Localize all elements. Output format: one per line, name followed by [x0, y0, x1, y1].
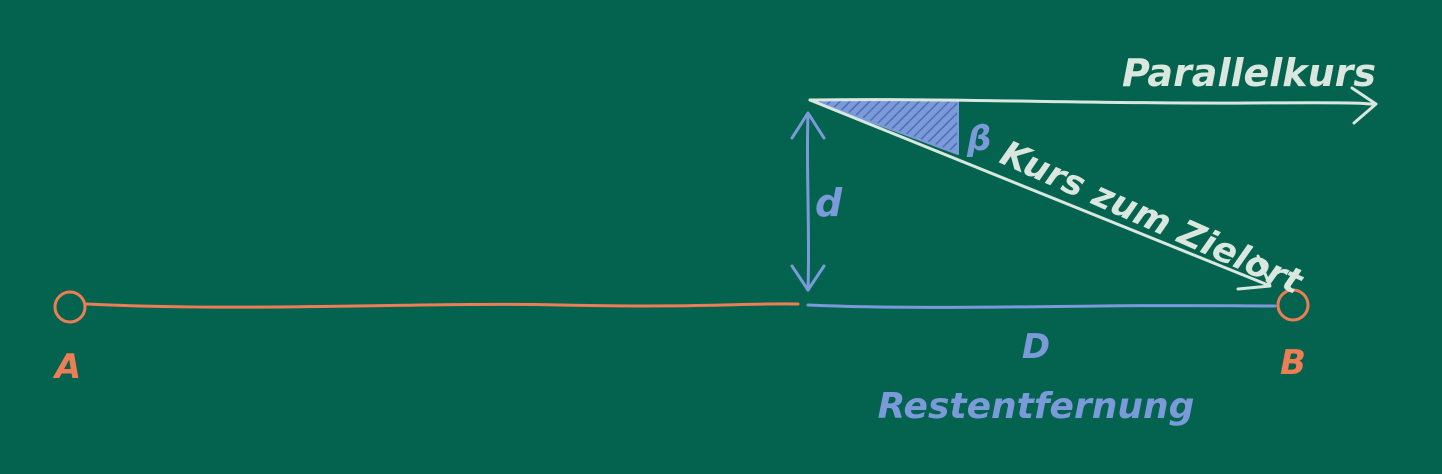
parallel-course-arrowhead [1350, 86, 1378, 125]
offset-d-arrowhead-top [790, 111, 826, 140]
point-b-marker [1276, 288, 1310, 322]
label-remaining-distance: Restentfernung [878, 386, 1195, 427]
remaining-distance-line [806, 303, 1277, 309]
course-to-destination-arrowhead [1236, 254, 1272, 291]
offset-d-arrowhead-bottom [790, 264, 826, 292]
course-to-destination-line [808, 98, 1270, 287]
label-offset-d: d [815, 181, 843, 225]
label-course-to-destination: Kurs zum Zielort [994, 134, 1309, 303]
label-distance-d: D [1022, 327, 1050, 367]
label-angle-beta: β [966, 119, 991, 159]
point-a-marker [53, 290, 87, 324]
track-a-to-position [84, 302, 800, 309]
offset-d-line [805, 112, 811, 292]
label-point-b: B [1280, 343, 1306, 383]
label-parallel-course: Parallelkurs [1122, 51, 1376, 95]
parallel-course-line [808, 98, 1376, 106]
label-point-a: A [52, 347, 81, 387]
